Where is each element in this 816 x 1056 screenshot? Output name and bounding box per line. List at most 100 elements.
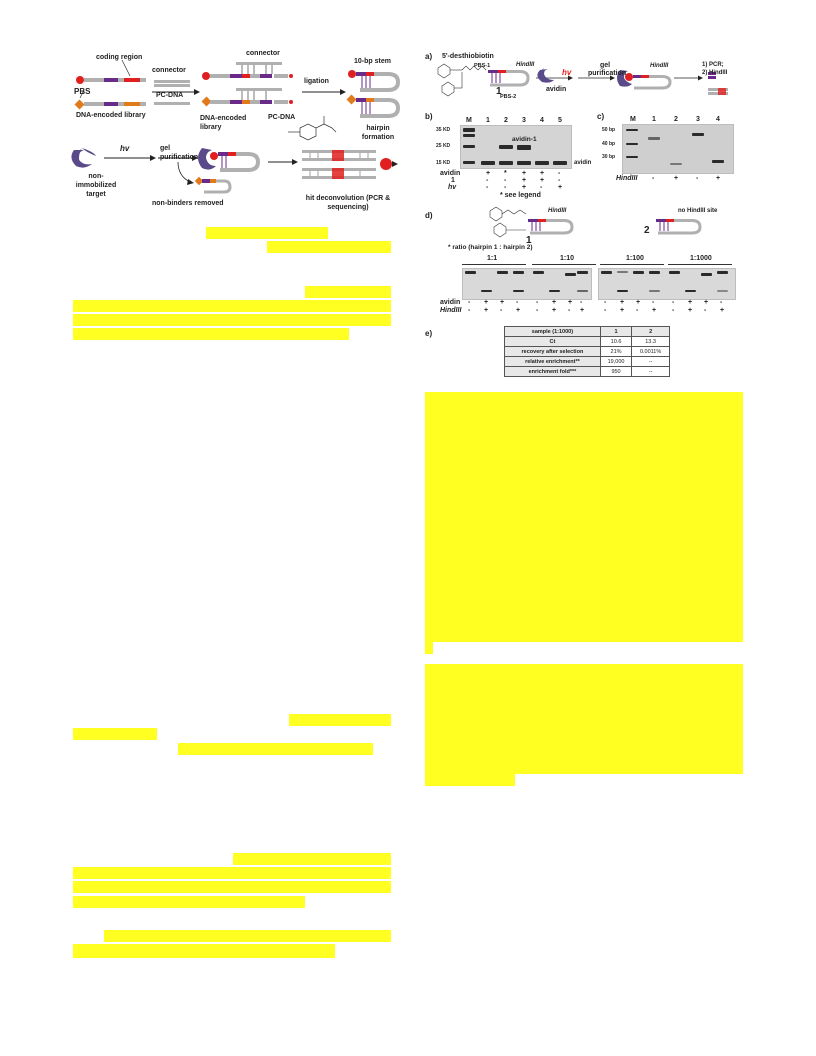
gel-band [517, 145, 531, 150]
gel-band [513, 271, 524, 274]
gel-band [497, 271, 508, 274]
redacted-text-block [73, 728, 157, 740]
table-row: sample (1:1000) 1 2 [504, 326, 670, 337]
gel-c-marker-50: 50 bp [602, 127, 616, 133]
gel-d-val: - [536, 299, 539, 306]
table-cell: -- [631, 356, 670, 367]
label-compound-1: 1 [496, 86, 502, 97]
redacted-text-block [73, 867, 391, 879]
table-cell: 950 [599, 366, 633, 377]
table-header-cell: 2 [631, 326, 670, 337]
gel-c-val: - [652, 175, 655, 182]
gel-band [648, 137, 660, 140]
hairpin1-label: 1 [526, 235, 532, 246]
library-strand-top [76, 76, 146, 84]
gel-d-val: - [636, 307, 639, 314]
label-non-immobilized: non-immobilized target [75, 173, 117, 198]
gel-d-val: - [468, 299, 471, 306]
enrichment-table: sample (1:1000) 1 2 Ct 10.6 13.3 recover… [504, 326, 670, 377]
gel-d-val: - [604, 299, 607, 306]
gel-band [535, 161, 549, 165]
panel-d-letter: d) [425, 211, 433, 220]
gel-band [685, 290, 696, 292]
gel-b-val: + [558, 184, 563, 191]
bound-complex [198, 148, 261, 172]
hit-dot [380, 158, 392, 170]
gel-band [669, 271, 680, 274]
gel-band [517, 161, 531, 165]
gel-b-row-hv: hv [448, 184, 457, 191]
gel-band [617, 290, 628, 292]
redacted-text-block [305, 286, 391, 298]
label-coding-region: coding region [96, 54, 143, 61]
gel-band [717, 271, 728, 274]
gel-b-legend-note: * see legend [500, 192, 541, 199]
redacted-text-block [206, 227, 328, 239]
gel-band [633, 271, 644, 274]
gel-b-val: + [540, 177, 545, 184]
redacted-text-block [73, 314, 391, 326]
label-gel-purification-a: gel purification [588, 62, 627, 77]
gel-c-val: + [716, 175, 721, 182]
redacted-text-block [73, 944, 335, 958]
gel-band [499, 161, 513, 165]
gel-band [463, 161, 475, 164]
label-pcr: 1) PCR; [702, 62, 724, 68]
gel-d-val: + [688, 299, 693, 306]
gel-d-val: - [604, 307, 607, 314]
gel-b-val: - [486, 184, 489, 191]
gel-d-val: - [516, 299, 519, 306]
gel-d-2 [598, 268, 736, 300]
gel-d-val: + [580, 307, 585, 314]
gel-band [553, 161, 567, 165]
gel-band [533, 271, 544, 274]
gel-band [692, 133, 704, 136]
gel-d-val: + [652, 307, 657, 314]
gel-band [717, 290, 728, 292]
gel-band [577, 290, 588, 292]
ratio-note: * ratio (hairpin 1 : hairpin 2) [448, 244, 533, 251]
gel-b-band-label: avidin-1 [512, 136, 537, 143]
group-label-1-1000: 1:1000 [690, 255, 712, 262]
gel-b-val: - [486, 177, 489, 184]
table-row: enrichment fold*** 950 -- [504, 366, 670, 377]
gel-d-val: + [704, 299, 709, 306]
gel-b-val: - [540, 184, 543, 191]
table-cell: Ct [504, 336, 601, 347]
redacted-text-block [267, 241, 391, 253]
gel-d-val: + [620, 299, 625, 306]
panel-a-scheme [437, 63, 728, 97]
gel-c-marker-30: 30 bp [602, 154, 616, 160]
table-row: Ct 10.6 13.3 [504, 336, 670, 347]
label-pc-dna-reagent: PC-DNA [156, 92, 184, 99]
target-crescent-icon [77, 148, 96, 168]
gel-d-val: - [672, 299, 675, 306]
redacted-text-block [289, 714, 391, 726]
table-row: relative enrichment** 19,000 -- [504, 356, 670, 367]
group-label-1-1: 1:1 [487, 255, 498, 262]
gel-d-val: + [636, 299, 641, 306]
table-cell: -- [631, 366, 670, 377]
gel-d-row-avidin: avidin [440, 299, 461, 306]
gel-d-val: - [568, 307, 571, 314]
gel-d-val: + [516, 307, 521, 314]
gel-band [499, 145, 513, 149]
gel-d-val: + [552, 299, 557, 306]
redacted-text-block [104, 930, 391, 942]
redacted-text-block [73, 896, 305, 908]
gel-band [712, 160, 724, 163]
label-pbs: PBS [74, 87, 91, 96]
gel-c-lane-3: 3 [696, 116, 700, 123]
gel-band [601, 271, 612, 274]
redacted-text-block [73, 300, 391, 312]
table-cell: 10.6 [599, 336, 633, 347]
gel-band [577, 271, 588, 274]
gel-c-lane-2: 2 [674, 116, 678, 123]
gel-band [465, 271, 476, 274]
gel-d-row-hindiii: HindIII [440, 307, 462, 314]
hairpin2-site: no HindIII site [678, 208, 718, 214]
label-dna-library-2: DNA-encoded library [200, 115, 247, 131]
gel-band [549, 290, 560, 292]
redacted-text-block [73, 328, 349, 340]
group-divider [462, 264, 526, 265]
